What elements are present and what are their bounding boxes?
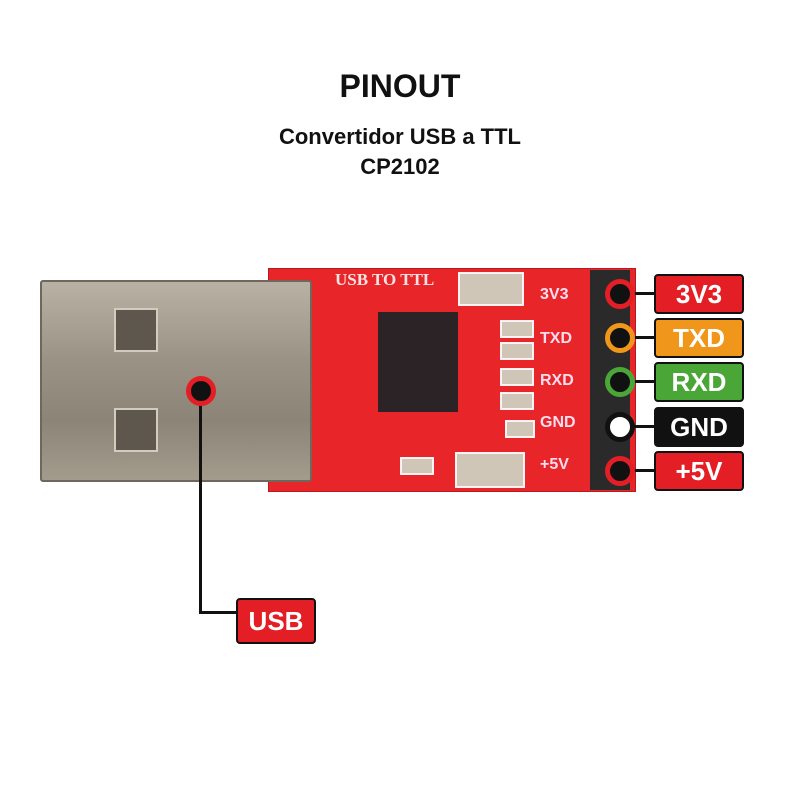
pin-label-5v: +5V xyxy=(654,451,744,491)
silk-rxd: RXD xyxy=(540,372,574,389)
pin-label-gnd: GND xyxy=(654,407,744,447)
pin-marker-5v xyxy=(605,456,635,486)
resistor xyxy=(500,392,534,410)
cp2102-chip xyxy=(378,312,458,412)
led xyxy=(505,420,535,438)
resistor xyxy=(400,457,434,475)
board-silkscreen: USB TO TTL xyxy=(335,270,435,289)
usb-slot xyxy=(114,308,158,352)
usb-connector xyxy=(40,280,312,482)
capacitor xyxy=(455,452,525,488)
silk-txd: TXD xyxy=(540,330,572,347)
page-title: PINOUT xyxy=(339,68,461,104)
led xyxy=(500,368,534,386)
silk-5v: +5V xyxy=(540,456,569,473)
pin-label-txd: TXD xyxy=(654,318,744,358)
capacitor xyxy=(458,272,524,306)
pin-marker-gnd xyxy=(605,412,635,442)
connector-line xyxy=(630,469,656,472)
resistor xyxy=(500,342,534,360)
connector-line xyxy=(630,425,656,428)
subtitle-line-1: Convertidor USB a TTL xyxy=(278,124,521,149)
pin-label-rxd: RXD xyxy=(654,362,744,402)
usb-label: USB xyxy=(236,598,316,644)
usb-slot xyxy=(114,408,158,452)
usb-connector-line xyxy=(199,611,239,614)
led xyxy=(500,320,534,338)
pin-marker-rxd xyxy=(605,367,635,397)
subtitle-line-2: CP2102 xyxy=(360,154,440,179)
usb-connector-line xyxy=(199,390,202,614)
silk-gnd: GND xyxy=(540,414,576,431)
connector-line xyxy=(630,380,656,383)
pin-marker-3v3 xyxy=(605,279,635,309)
connector-line xyxy=(630,292,656,295)
pin-marker-txd xyxy=(605,323,635,353)
connector-line xyxy=(630,336,656,339)
pin-label-3v3: 3V3 xyxy=(654,274,744,314)
usb-marker xyxy=(186,376,216,406)
silk-3v3: 3V3 xyxy=(540,286,569,303)
